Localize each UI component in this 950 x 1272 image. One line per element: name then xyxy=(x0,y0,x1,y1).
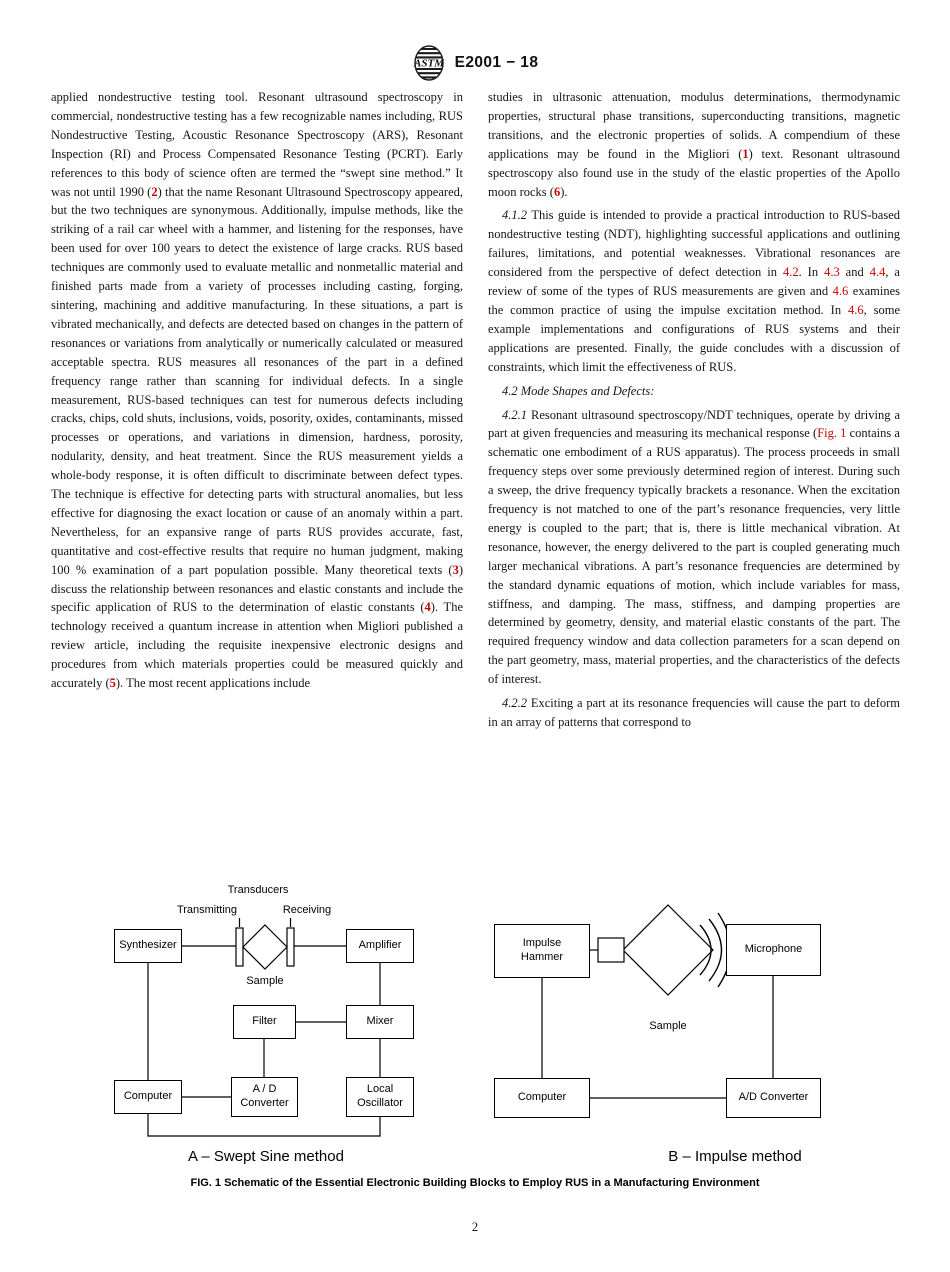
figure-caption: FIG. 1 Schematic of the Essential Electr… xyxy=(190,1177,760,1189)
text-segment: ). xyxy=(560,184,568,199)
microphone-box: Microphone xyxy=(726,924,821,976)
sample-label-b: Sample xyxy=(649,1020,687,1032)
left-column: applied nondestructive testing tool. Res… xyxy=(51,88,463,693)
cross-reference-link[interactable]: 4.3 xyxy=(824,265,840,280)
text-segment: 4.1.2 xyxy=(502,208,532,223)
sample-diamond-b xyxy=(622,904,714,996)
reference-citation-link[interactable]: 4 xyxy=(424,600,431,615)
reference-citation-link[interactable]: 3 xyxy=(452,562,459,577)
reference-citation-link[interactable]: 1 xyxy=(742,146,749,161)
computer-box-a: Computer xyxy=(114,1080,182,1114)
impulse-hammer-box: Impulse Hammer xyxy=(494,924,590,978)
connector-line xyxy=(147,1114,381,1137)
text-segment: ) that the name Resonant Ultrasound Spec… xyxy=(51,184,463,577)
text-segment: ). The technology received a quantum inc… xyxy=(51,600,463,691)
page-number: 2 xyxy=(471,1220,479,1234)
receiving-transducer-shape xyxy=(286,927,295,967)
text-segment: , a review of some of the types of RUS m… xyxy=(488,265,900,299)
local-oscillator-box: Local Oscillator xyxy=(346,1077,414,1117)
transmitting-label: Transmitting xyxy=(176,904,238,916)
text-segment: This guide is intended to provide a prac… xyxy=(488,208,900,280)
sample-label-a: Sample xyxy=(246,975,284,987)
text-segment: Exciting a part at its resonance frequen… xyxy=(488,696,901,729)
paragraph: 4.1.2 This guide is intended to provide … xyxy=(488,206,900,376)
cross-reference-link[interactable]: 4.2 xyxy=(782,265,799,280)
text-segment: 4.2.1 xyxy=(502,407,531,422)
amplifier-box: Amplifier xyxy=(346,929,414,963)
paragraph: 4.2.2 Exciting a part at its resonance f… xyxy=(488,694,900,732)
paragraph: 4.2.1 Resonant ultrasound spectroscopy/N… xyxy=(488,406,900,690)
text-segment: 4.2 Mode Shapes and Defects: xyxy=(502,383,655,398)
cross-reference-link[interactable]: Fig. 1 xyxy=(817,426,847,441)
paragraph: 4.2 Mode Shapes and Defects: xyxy=(488,382,900,401)
reference-citation-link[interactable]: 5 xyxy=(109,676,116,691)
text-segment: , some example implementations and confi… xyxy=(488,302,900,374)
filter-box: Filter xyxy=(233,1005,296,1039)
text-segment: and xyxy=(839,265,870,280)
text-segment: 4.2.2 xyxy=(502,696,531,711)
text-segment: applied nondestructive testing tool. Res… xyxy=(51,90,463,199)
sample-diamond-a xyxy=(242,924,288,970)
cross-reference-link[interactable]: 4.4 xyxy=(869,265,886,280)
text-segment: studies in ultrasonic attenuation, modul… xyxy=(488,90,900,161)
page-header: ASTM E2001 − 18 xyxy=(0,44,950,82)
text-segment: . In xyxy=(798,265,825,280)
text-segment: ). The most recent applications include xyxy=(115,676,311,691)
mixer-box: Mixer xyxy=(346,1005,414,1039)
text-segment: examines the common practice of using th… xyxy=(488,284,900,317)
ad-converter-box-b: A/D Converter xyxy=(726,1078,821,1118)
computer-box-b: Computer xyxy=(494,1078,590,1118)
astm-logo-text: ASTM xyxy=(413,58,445,70)
transmitting-transducer-shape xyxy=(235,927,244,967)
astm-logo: ASTM xyxy=(413,45,445,81)
transducers-label: Transducers xyxy=(227,884,289,896)
figure-1: Transducers Transmitting Receiving Sampl… xyxy=(0,880,950,1180)
standard-designation: E2001 − 18 xyxy=(454,54,539,71)
ad-converter-box-a: A / D Converter xyxy=(231,1077,298,1117)
swept-sine-method-label: A – Swept Sine method xyxy=(188,1148,344,1165)
cross-reference-link[interactable]: 4.6 xyxy=(847,302,864,317)
cross-reference-link[interactable]: 4.6 xyxy=(832,284,849,299)
text-segment: ) discuss the relationship between reson… xyxy=(51,562,463,615)
paragraph: applied nondestructive testing tool. Res… xyxy=(51,88,463,693)
hammer-tip-shape xyxy=(597,937,625,963)
synthesizer-box: Synthesizer xyxy=(114,929,182,963)
text-segment: contains a schematic one embodiment of a… xyxy=(488,426,900,687)
figure-diagram-graphics xyxy=(147,904,774,1137)
reference-citation-link[interactable]: 2 xyxy=(151,184,158,199)
impulse-method-label: B – Impulse method xyxy=(668,1148,802,1165)
text-segment: Resonant ultrasound spectroscopy/NDT tec… xyxy=(488,407,900,441)
receiving-label: Receiving xyxy=(282,904,332,916)
reference-citation-link[interactable]: 6 xyxy=(553,184,561,199)
text-segment: ) text. Resonant ultrasound spectroscopy… xyxy=(488,146,900,199)
paragraph: studies in ultrasonic attenuation, modul… xyxy=(488,88,900,201)
right-column: studies in ultrasonic attenuation, modul… xyxy=(488,88,900,732)
